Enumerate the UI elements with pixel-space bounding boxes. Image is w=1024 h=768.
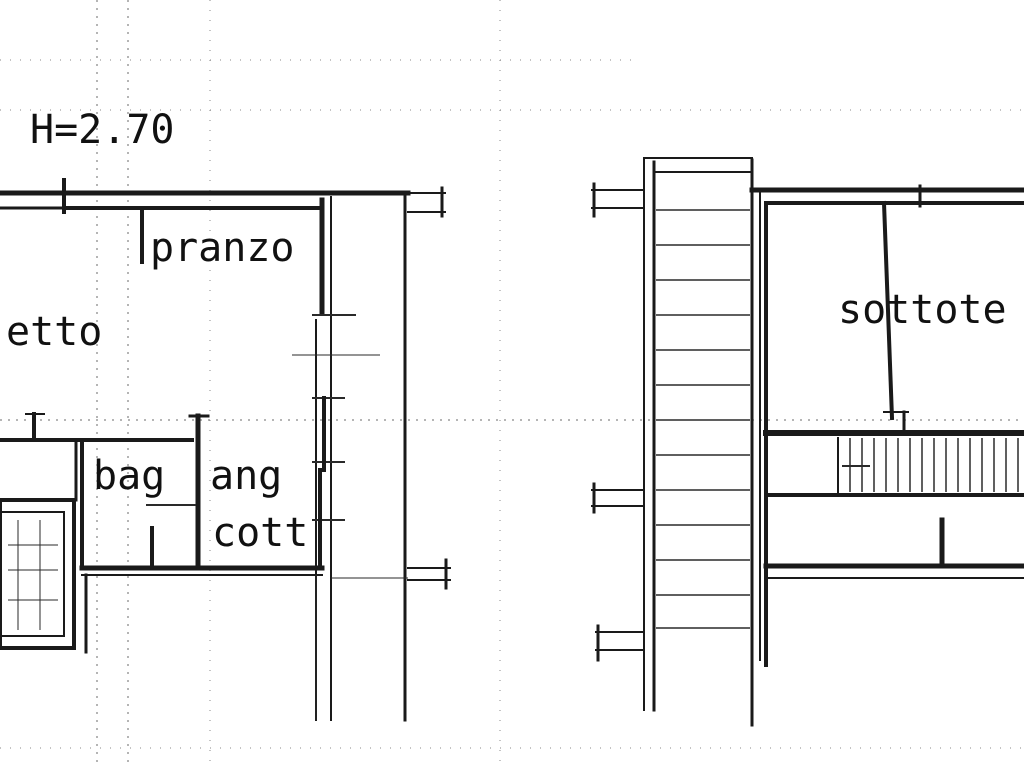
- room-labels: H=2.70 etto pranzo bag ang cott sottote: [6, 107, 1007, 556]
- height-note: H=2.70: [30, 107, 175, 153]
- room-label-pranzo: pranzo: [150, 225, 295, 271]
- room-label-sottotetto: sottote: [838, 287, 1007, 333]
- room-label-angolo: ang: [210, 453, 282, 499]
- right-floor-plan: [591, 157, 1024, 727]
- left-floor-plan: [0, 178, 451, 722]
- room-label-bagno: bag: [93, 453, 165, 499]
- stair-treads: [656, 209, 750, 629]
- room-label-letto: etto: [6, 309, 102, 355]
- railing-balusters: [849, 438, 1019, 492]
- room-label-cottura: cott: [212, 510, 308, 556]
